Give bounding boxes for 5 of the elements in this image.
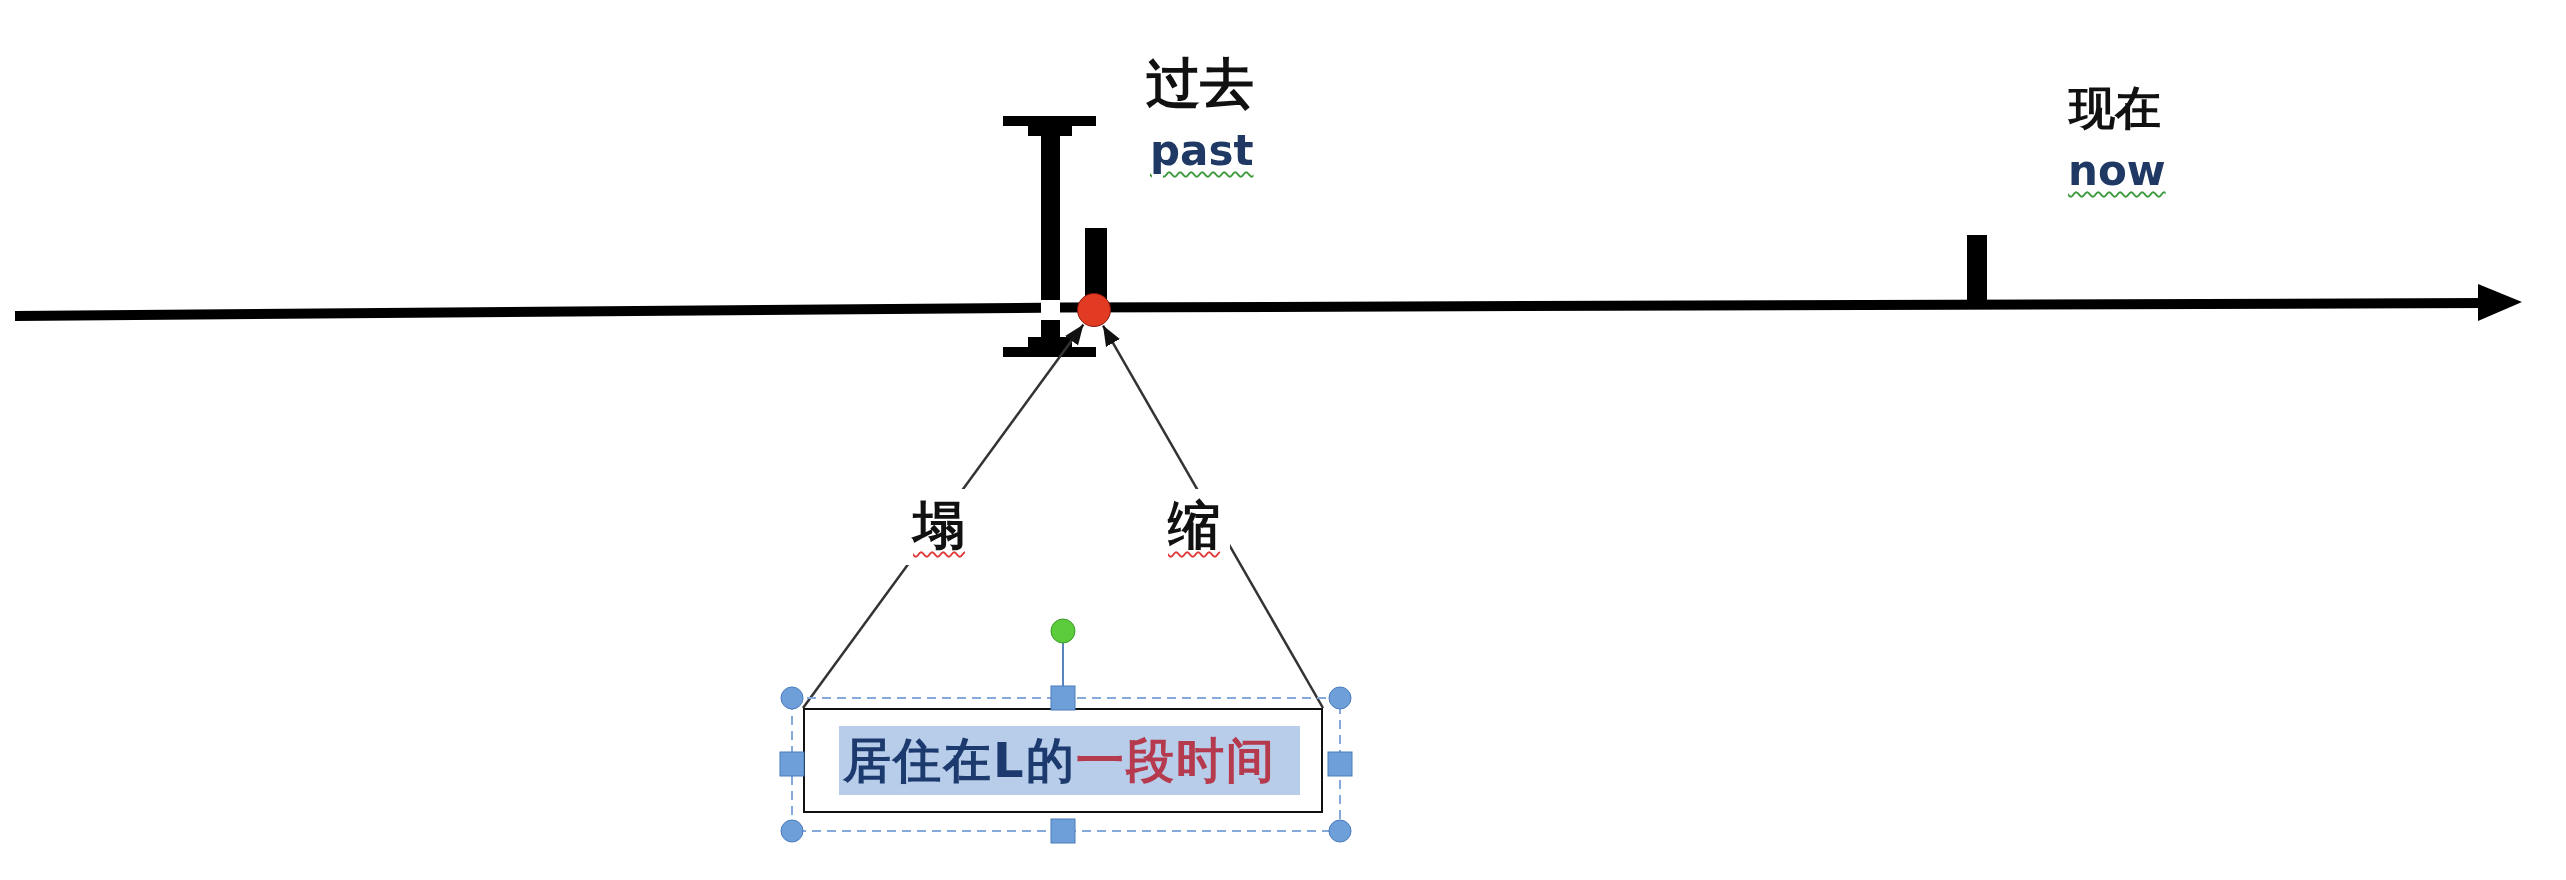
time-label: 过去: [1146, 57, 1254, 111]
time-label: now: [2068, 150, 2166, 192]
event-dot: [1077, 293, 1111, 327]
time-label: past: [1150, 130, 1254, 172]
time-label: 现在: [2069, 85, 2161, 131]
